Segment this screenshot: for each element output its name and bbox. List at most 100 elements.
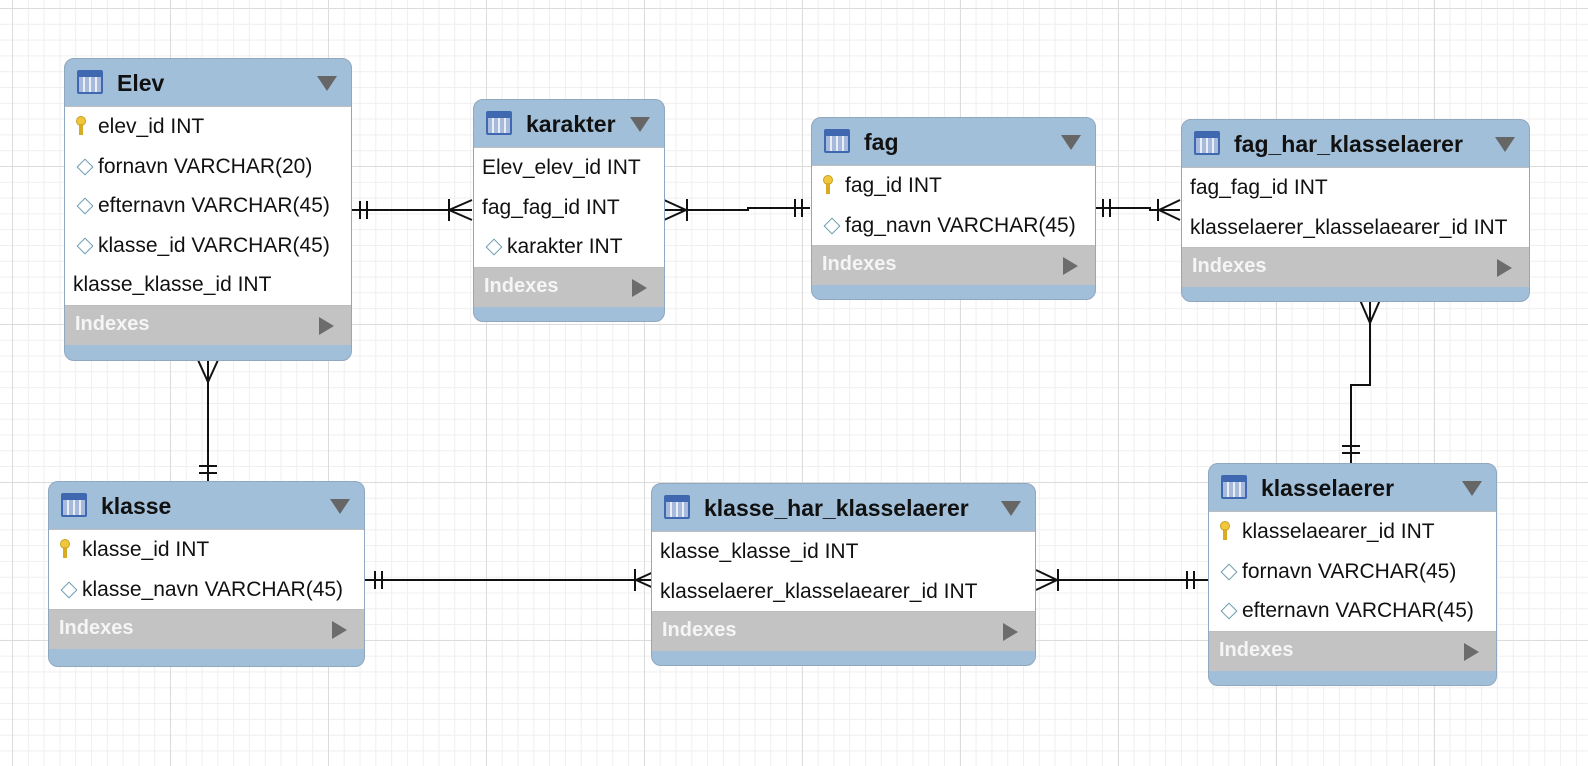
one-or-many-marker <box>1156 199 1181 221</box>
primary-key-icon <box>76 116 86 136</box>
dropdown-arrow-icon[interactable] <box>330 499 350 514</box>
primary-key-icon <box>60 539 70 559</box>
column-diamond-icon <box>60 581 78 598</box>
table-name: fag_har_klasselaerer <box>1234 131 1463 157</box>
indexes-label: Indexes <box>1219 638 1294 661</box>
indexes-section[interactable]: Indexes <box>652 612 1035 651</box>
table-karakter[interactable]: karakter Elev_elev_id INT fag_fag_id INT… <box>473 99 665 322</box>
column-row[interactable]: klasselaerer_klasselaearer_id INT <box>652 572 1035 612</box>
table-fag[interactable]: fag fag_id INT fag_navn VARCHAR(45) Inde… <box>811 117 1096 300</box>
table-icon <box>664 495 690 519</box>
column-row[interactable]: klasselaearer_id INT <box>1209 512 1496 552</box>
column-label: klasselaearer_id INT <box>1242 520 1435 543</box>
column-diamond-icon <box>76 237 94 254</box>
expand-arrow-icon[interactable] <box>1464 642 1479 661</box>
expand-arrow-icon[interactable] <box>332 621 347 639</box>
dropdown-arrow-icon[interactable] <box>1001 501 1021 516</box>
dropdown-arrow-icon[interactable] <box>317 76 337 91</box>
indexes-section[interactable]: Indexes <box>49 610 364 649</box>
table-elev[interactable]: Elev elev_id INT fornavn VARCHAR(20) eft… <box>64 58 352 361</box>
one-marker <box>374 571 383 589</box>
table-klasselaerer[interactable]: klasselaerer klasselaearer_id INT fornav… <box>1208 463 1497 686</box>
column-row[interactable]: fornavn VARCHAR(20) <box>65 147 351 187</box>
table-icon <box>486 111 512 135</box>
column-label: fag_id INT <box>845 174 942 197</box>
column-diamond-icon <box>1220 563 1238 580</box>
indexes-label: Indexes <box>662 619 737 641</box>
indexes-section[interactable]: Indexes <box>1182 248 1529 287</box>
column-row[interactable]: fag_id INT <box>812 166 1095 206</box>
one-or-many-marker <box>1035 569 1060 591</box>
table-klasse[interactable]: klasse klasse_id INT klasse_navn VARCHAR… <box>48 481 365 667</box>
dropdown-arrow-icon[interactable] <box>630 117 650 132</box>
column-label: klasselaerer_klasselaearer_id INT <box>660 579 978 603</box>
column-row[interactable]: efternavn VARCHAR(45) <box>65 186 351 226</box>
table-name: klasselaerer <box>1261 475 1395 501</box>
column-list: fag_fag_id INT klasselaerer_klasselaeare… <box>1182 167 1529 248</box>
indexes-label: Indexes <box>822 253 897 275</box>
table-header[interactable]: fag <box>812 118 1095 165</box>
column-label: fag_fag_id INT <box>482 195 620 219</box>
one-or-many-marker <box>633 569 659 591</box>
table-header[interactable]: klasse_har_klasselaerer <box>652 484 1035 531</box>
column-row[interactable]: klasselaerer_klasselaearer_id INT <box>1182 208 1529 248</box>
column-list: fag_id INT fag_navn VARCHAR(45) <box>812 165 1095 246</box>
table-icon <box>77 70 103 94</box>
column-row[interactable]: klasse_id INT <box>49 530 364 570</box>
table-name: Elev <box>117 70 165 96</box>
column-row[interactable]: karakter INT <box>474 227 664 267</box>
table-header[interactable]: karakter <box>474 100 664 147</box>
expand-arrow-icon[interactable] <box>1063 257 1078 275</box>
column-row[interactable]: klasse_klasse_id INT <box>65 265 351 305</box>
indexes-section[interactable]: Indexes <box>65 305 351 345</box>
expand-arrow-icon[interactable] <box>1003 623 1018 641</box>
column-label: klasse_id VARCHAR(45) <box>98 233 330 257</box>
column-diamond-icon <box>485 238 503 256</box>
column-row[interactable]: fag_navn VARCHAR(45) <box>812 206 1095 246</box>
table-header[interactable]: klasse <box>49 482 364 529</box>
indexes-section[interactable]: Indexes <box>474 267 664 307</box>
table-header[interactable]: Elev <box>65 59 351 106</box>
column-label: klasse_klasse_id INT <box>73 273 272 296</box>
table-name: karakter <box>526 111 616 137</box>
column-list: elev_id INT fornavn VARCHAR(20) efternav… <box>65 106 351 306</box>
expand-arrow-icon[interactable] <box>1497 259 1512 277</box>
one-marker <box>794 199 803 217</box>
many-marker <box>197 359 219 385</box>
expand-arrow-icon[interactable] <box>319 316 334 335</box>
table-name: fag <box>864 129 899 155</box>
one-or-many-marker <box>446 199 473 221</box>
indexes-section[interactable]: Indexes <box>812 246 1095 285</box>
column-row[interactable]: fag_fag_id INT <box>1182 168 1529 208</box>
column-row[interactable]: klasse_klasse_id INT <box>652 532 1035 572</box>
indexes-label: Indexes <box>75 312 150 335</box>
dropdown-arrow-icon[interactable] <box>1061 135 1081 150</box>
column-list: klasselaearer_id INT fornavn VARCHAR(45)… <box>1209 511 1496 632</box>
dropdown-arrow-icon[interactable] <box>1462 481 1482 496</box>
column-row[interactable]: klasse_navn VARCHAR(45) <box>49 570 364 610</box>
table-name: klasse_har_klasselaerer <box>704 495 969 521</box>
column-row[interactable]: klasse_id VARCHAR(45) <box>65 226 351 266</box>
column-diamond-icon <box>76 158 94 175</box>
expand-arrow-icon[interactable] <box>632 278 647 297</box>
table-header[interactable]: fag_har_klasselaerer <box>1182 120 1529 167</box>
column-row[interactable]: fag_fag_id INT <box>474 188 664 228</box>
column-row[interactable]: Elev_elev_id INT <box>474 148 664 188</box>
primary-key-icon <box>1220 521 1230 541</box>
table-header[interactable]: klasselaerer <box>1209 464 1496 511</box>
table-klasse-har-klasselaerer[interactable]: klasse_har_klasselaerer klasse_klasse_id… <box>651 483 1036 666</box>
column-diamond-icon <box>1220 602 1238 620</box>
indexes-section[interactable]: Indexes <box>1209 631 1496 671</box>
column-label: fag_navn VARCHAR(45) <box>845 213 1076 237</box>
column-row[interactable]: efternavn VARCHAR(45) <box>1209 591 1496 631</box>
dropdown-arrow-icon[interactable] <box>1495 137 1515 152</box>
column-label: elev_id INT <box>98 115 205 138</box>
column-label: klasse_klasse_id INT <box>660 540 859 563</box>
column-row[interactable]: fornavn VARCHAR(45) <box>1209 552 1496 592</box>
table-fag-har-klasselaerer[interactable]: fag_har_klasselaerer fag_fag_id INT klas… <box>1181 119 1530 302</box>
column-list: klasse_klasse_id INT klasselaerer_klasse… <box>652 531 1035 612</box>
relationship-line-karakter-fag <box>664 207 810 211</box>
column-list: klasse_id INT klasse_navn VARCHAR(45) <box>49 529 364 610</box>
column-row[interactable]: elev_id INT <box>65 107 351 147</box>
